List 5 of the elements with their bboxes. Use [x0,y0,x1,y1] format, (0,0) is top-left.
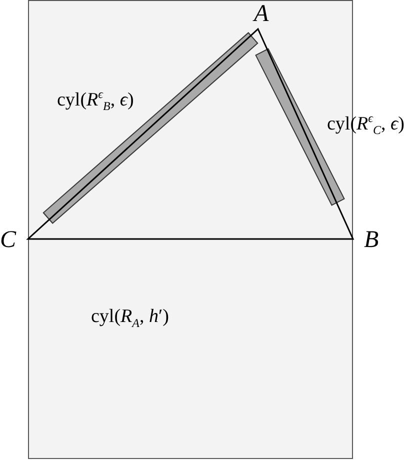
vertex-label: A [254,2,269,26]
vertex-label: C [0,228,16,252]
vertex-label: B [364,228,379,252]
cylinder-label: cyl(R$^{ϵ}$$_{B}$, ϵ) [57,88,134,114]
cylinder-label: cyl(R$_{A}$, h′) [91,307,169,330]
